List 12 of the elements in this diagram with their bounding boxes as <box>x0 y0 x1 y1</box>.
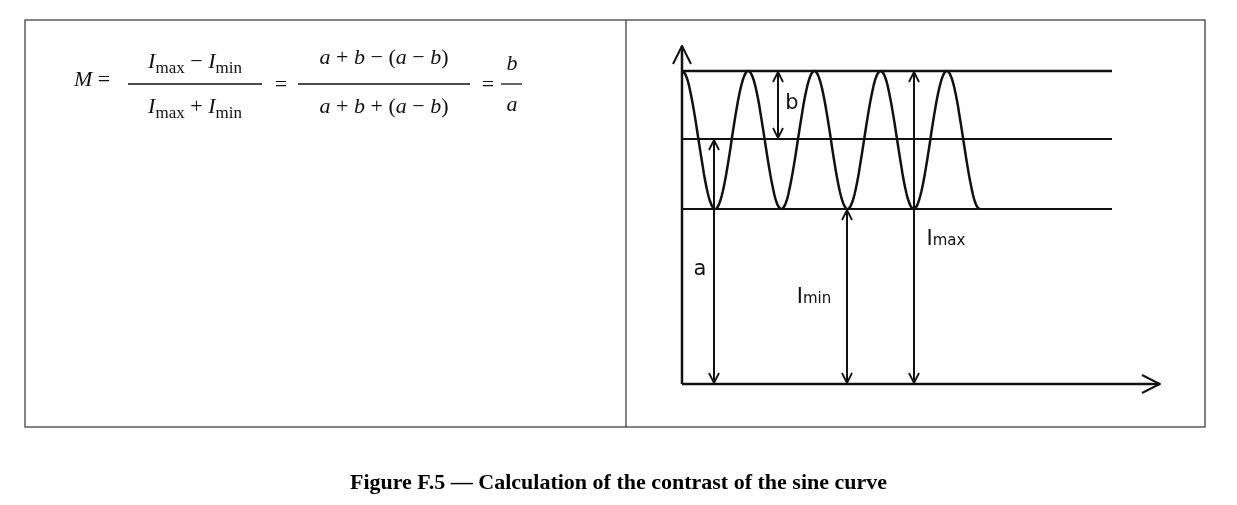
numerator: b <box>506 52 518 74</box>
denominator: a + b + (a − b) <box>319 95 449 117</box>
dimension-label: b <box>785 92 799 113</box>
numerator: a + b − (a − b) <box>319 46 449 68</box>
equals-sign: = <box>481 73 495 95</box>
dimension-label: a <box>693 258 707 279</box>
numerator: I$_{max}$ − I$_{min}$ <box>148 50 242 76</box>
equals-sign: = <box>274 73 288 95</box>
denominator: I$_{max}$ + I$_{min}$ <box>148 95 242 121</box>
figure-caption: Figure F.5 — Calculation of the contrast of the sine curve <box>349 469 888 495</box>
denominator: a <box>506 93 518 115</box>
formula-text: M = <box>73 68 111 90</box>
